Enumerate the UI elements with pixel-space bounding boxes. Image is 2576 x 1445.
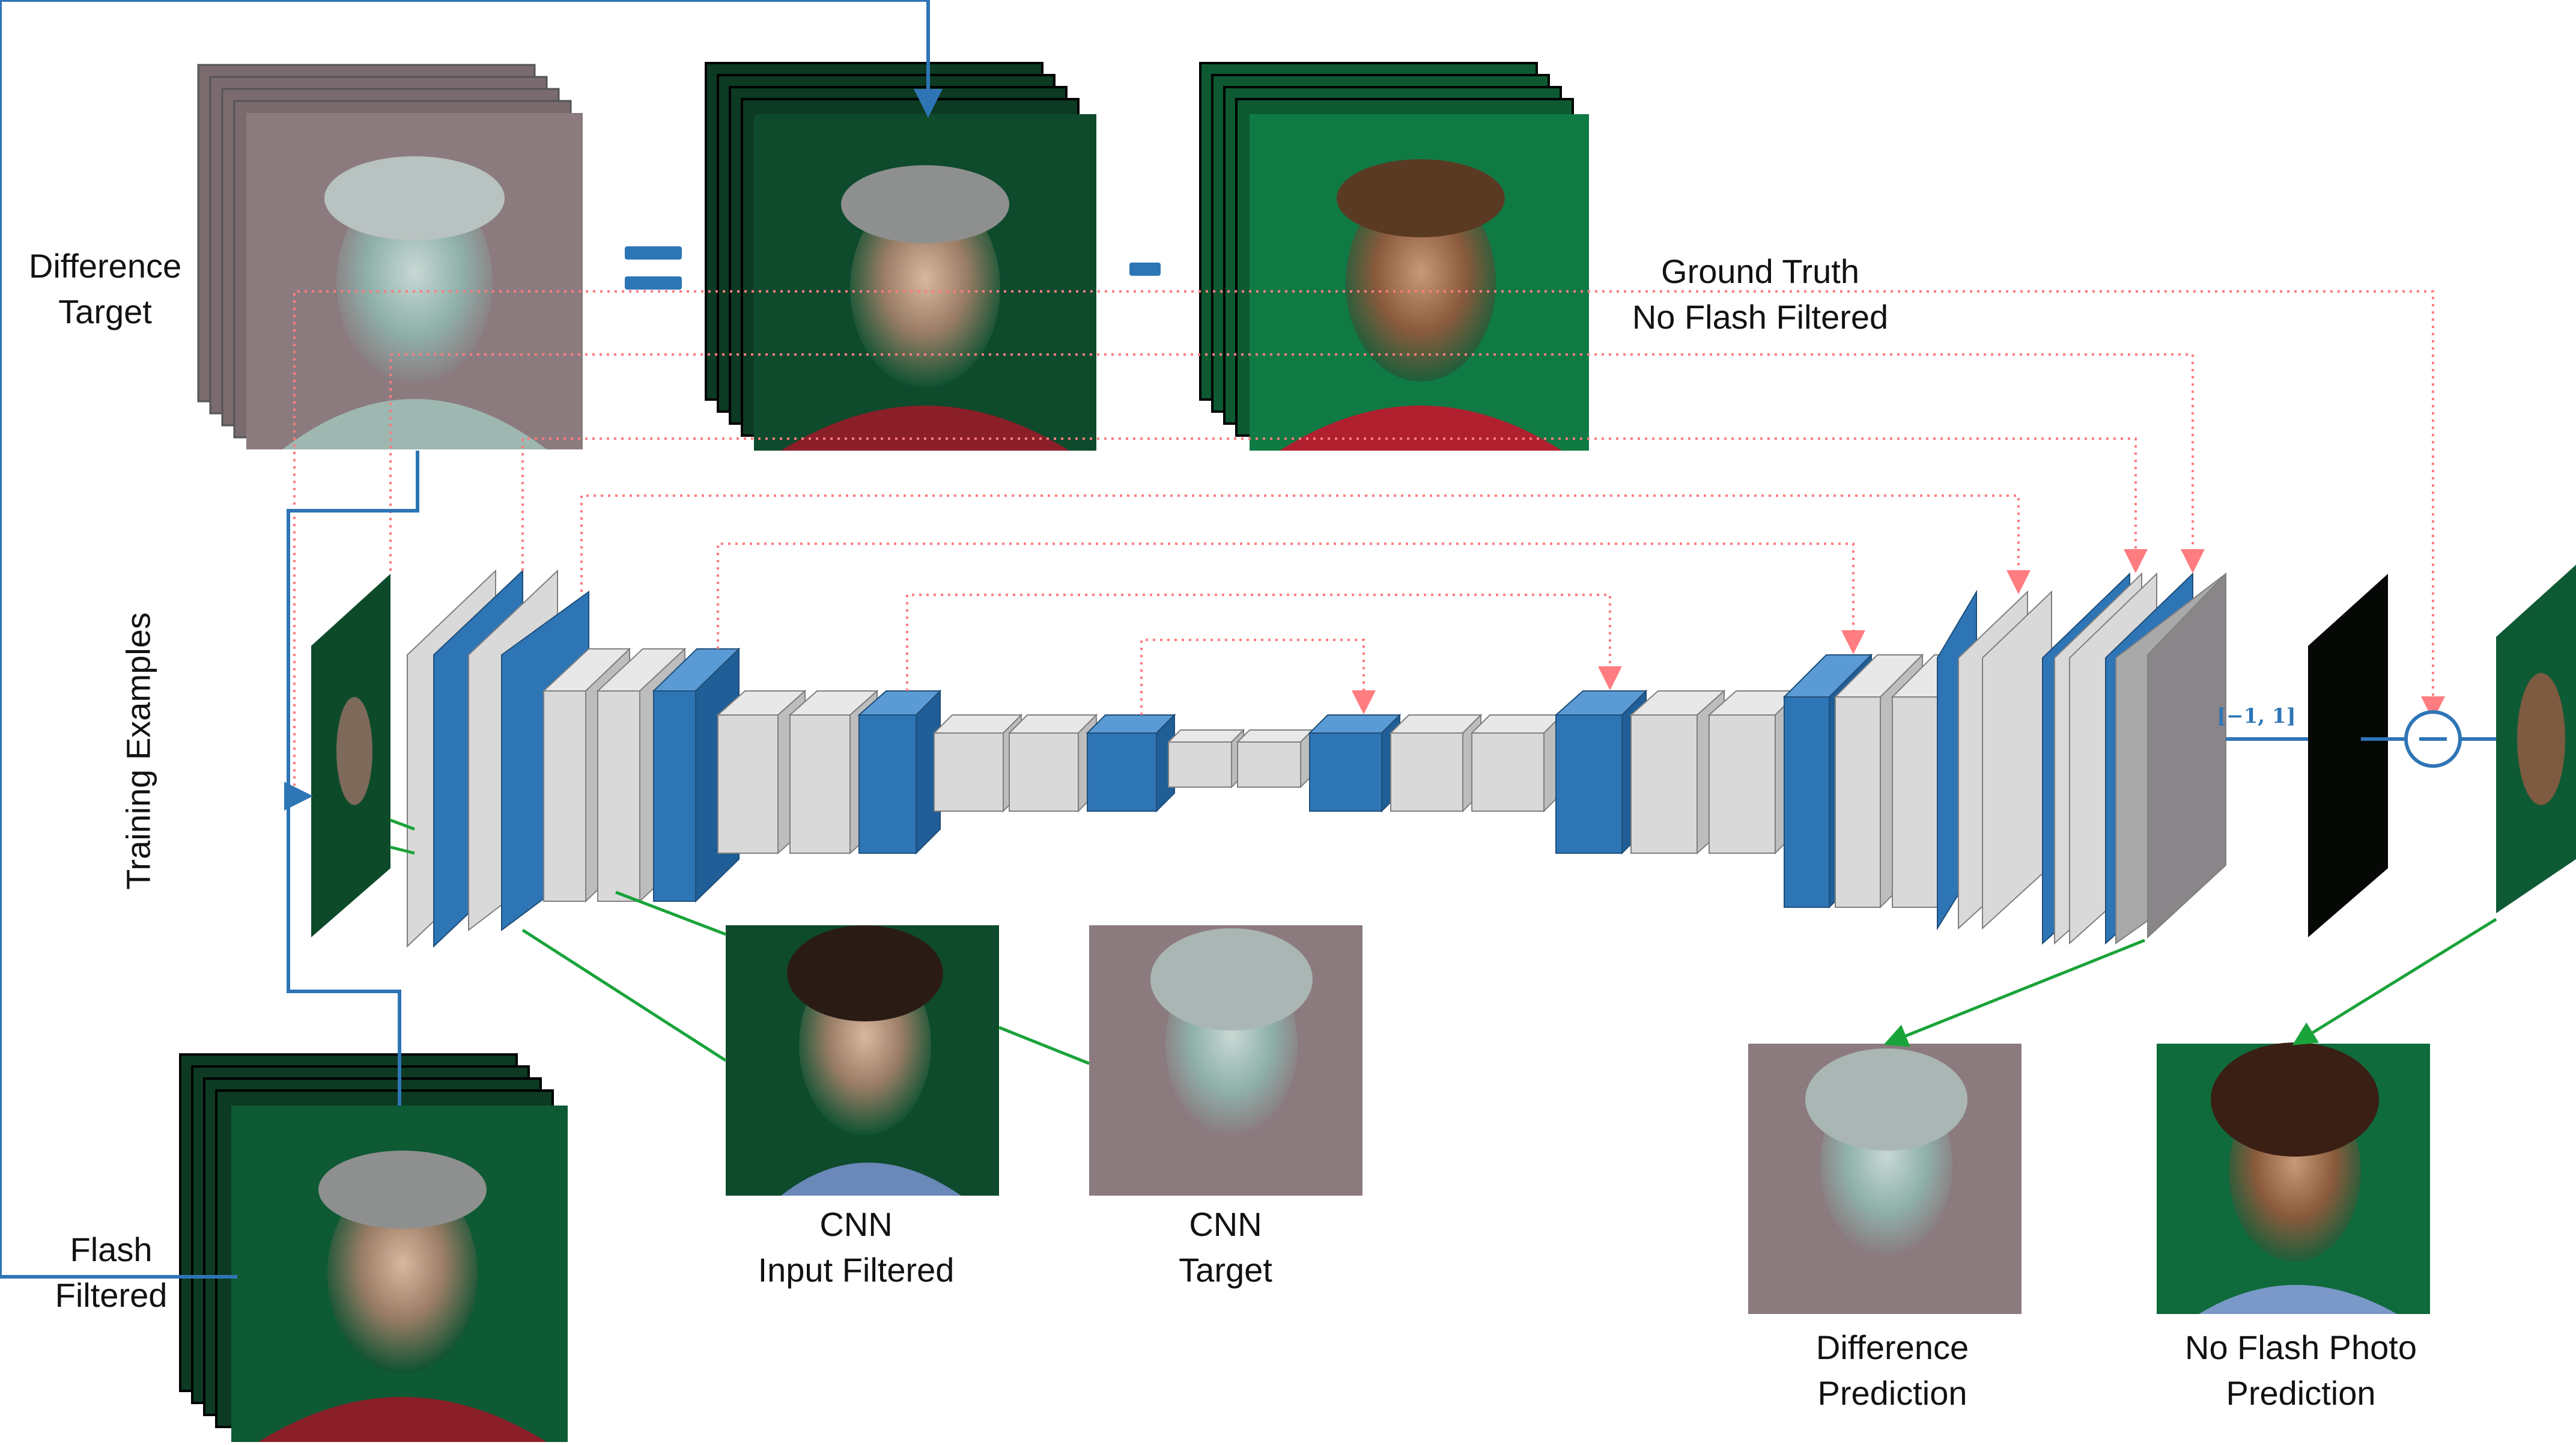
difference-prediction-image [1748, 1044, 2022, 1314]
example-links [390, 818, 2497, 1065]
layer-block [1308, 713, 1402, 813]
subtract-circle-icon [2404, 710, 2462, 768]
network-output-photo [2496, 565, 2576, 913]
no-flash-prediction-image [2157, 1042, 2430, 1314]
output-range-label: [−1, 1] [2217, 704, 2296, 728]
skip-connections [293, 290, 2445, 793]
flash-filtered-label: Flash Filtered [55, 1231, 168, 1314]
ground-truth-label: Ground Truth No Flash Filtered [1632, 252, 1889, 336]
no-flash-photo-stack [1199, 62, 1589, 451]
difference-target-label: Difference Target [28, 247, 182, 330]
network-input-photo [311, 574, 390, 937]
minus-icon [1129, 263, 1161, 276]
layer-block [1470, 713, 1564, 813]
cnn-target-label: CNN Target [1179, 1205, 1272, 1289]
layer-block [1167, 728, 1245, 789]
layer-block [1389, 713, 1483, 813]
network-output-difference [2308, 574, 2388, 937]
layer-block [788, 689, 879, 855]
layer-block [1086, 713, 1176, 813]
training-examples-label: Training Examples [119, 612, 157, 890]
equals-icon [625, 246, 682, 306]
layer-block [1236, 728, 1314, 789]
layer-block [716, 689, 807, 855]
layer-slab [1958, 590, 2052, 930]
cnn-target-image [1089, 925, 1362, 1196]
cnn-input-image [726, 925, 999, 1196]
layer-block [932, 713, 1023, 813]
cnn-input-filtered-label: CNN Input Filtered [758, 1205, 955, 1289]
no-flash-prediction-label: No Flash Photo Prediction [2185, 1328, 2417, 1412]
data-flow-lines [0, 0, 2496, 1279]
difference-prediction-label: Difference Prediction [1815, 1328, 1969, 1412]
layer-slab [2147, 572, 2226, 939]
cnn-layers [407, 569, 2226, 948]
flash-photo-stack-top [705, 62, 1096, 451]
layer-block [857, 689, 942, 855]
difference-target-stack [197, 64, 583, 449]
layer-block [1007, 713, 1098, 813]
flash-filtered-stack [179, 1053, 568, 1442]
